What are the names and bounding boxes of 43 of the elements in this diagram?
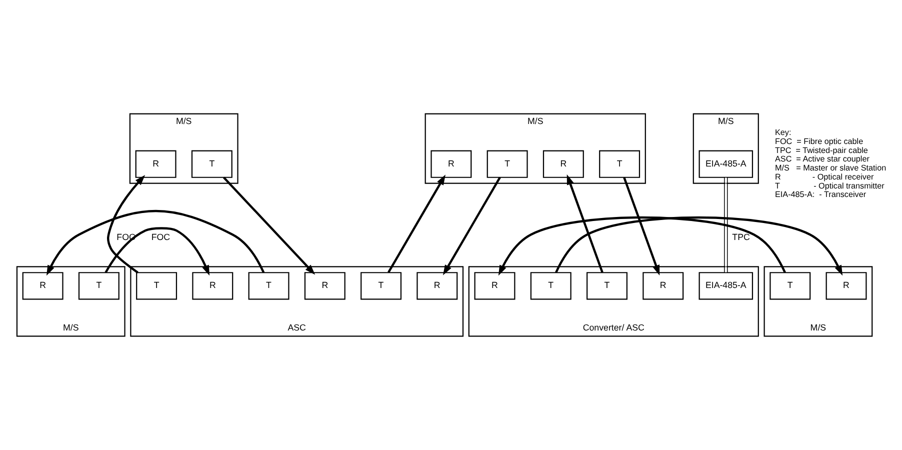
node-box: R [826, 272, 867, 300]
node-box: EIA-485-A [698, 150, 754, 178]
node-box: R [22, 272, 64, 300]
label: Key: [775, 128, 792, 138]
label: M/S = Master or slave Station [775, 164, 886, 173]
arrow [104, 227, 210, 276]
node-box: R [192, 272, 234, 300]
edge-label: FOC [151, 232, 170, 242]
node-box: R [135, 150, 176, 178]
node-box: T [486, 150, 528, 178]
node-box: T [136, 272, 178, 300]
arrow [223, 176, 316, 275]
label: ASC = Active star coupler [775, 154, 870, 164]
node-box: EIA-485-A [698, 272, 754, 300]
arrow [555, 216, 843, 276]
arrow [623, 177, 660, 276]
node-box: R [642, 272, 684, 300]
node-box: T [78, 272, 120, 300]
arrow [388, 174, 446, 273]
edge-label: TPC [732, 232, 750, 242]
node-box: R [474, 272, 516, 300]
label: TPC = Twisted-pair cable [775, 146, 868, 155]
node-box: R [430, 150, 472, 178]
node-box: R [416, 272, 458, 300]
label: R - Optical receiver [775, 172, 874, 182]
node-box: T [586, 272, 628, 300]
node-box: T [360, 272, 402, 300]
arrow [498, 216, 786, 276]
node-box: T [248, 272, 290, 300]
node-box: T [599, 150, 640, 178]
arrow [46, 210, 265, 276]
label: FOC = Fibre optic cable [775, 136, 864, 146]
label: EIA-485-A: - Transceiver [775, 190, 866, 200]
arrow [566, 174, 604, 273]
node-box: T [770, 272, 811, 300]
node-box: R [542, 150, 584, 178]
arrow [442, 176, 501, 276]
node-box: R [304, 272, 346, 300]
label: T - Optical transmitter [775, 181, 884, 190]
node-box: T [191, 150, 232, 178]
connector [724, 177, 728, 273]
node-box: T [530, 272, 572, 300]
arrow [107, 175, 146, 274]
